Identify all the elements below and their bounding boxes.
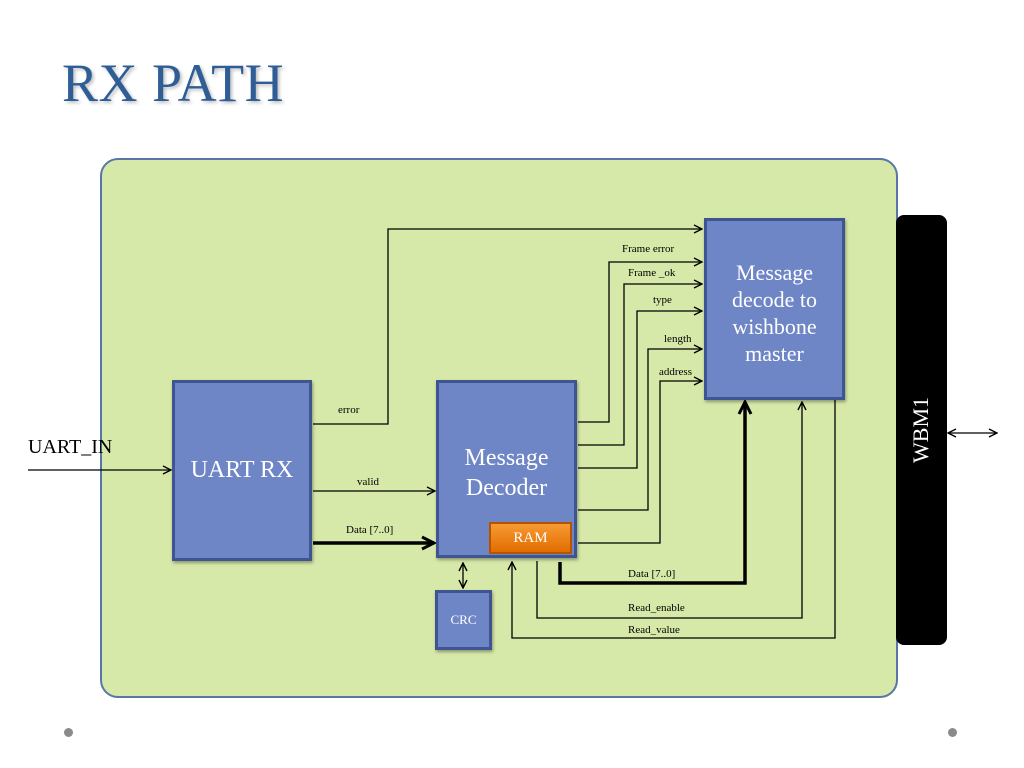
crc-block: CRC — [435, 590, 492, 650]
length-wire — [578, 349, 702, 511]
slide-bullet-left — [64, 728, 73, 737]
read-enable-wire — [536, 402, 802, 619]
wishbone-master-block: Message decode to wishbone master — [704, 218, 845, 400]
frame-error-label: Frame error — [622, 243, 675, 255]
frame-ok-label: Frame _ok — [628, 267, 676, 279]
length-label: length — [664, 333, 692, 345]
uart-in-label: UART_IN — [28, 436, 113, 458]
address-label: address — [659, 366, 692, 378]
slide-title: RX PATH — [62, 53, 285, 113]
type-wire — [578, 311, 702, 469]
frame-ok-wire — [578, 284, 702, 446]
slide-bullet-right — [948, 728, 957, 737]
error-label: error — [338, 404, 360, 416]
read-value-label: Read_value — [628, 624, 680, 636]
type-label: type — [653, 294, 672, 306]
data-out-bus — [558, 402, 745, 585]
ram-block: RAM — [489, 522, 572, 554]
wbm-label: WBM1 — [908, 397, 933, 463]
address-wire — [578, 381, 702, 544]
data-out-label: Data [7..0] — [628, 568, 676, 580]
read-enable-label: Read_enable — [628, 602, 685, 614]
valid-label: valid — [357, 476, 379, 488]
read-value-wire — [512, 400, 836, 639]
wbm-bus-bar — [896, 215, 947, 645]
error-wire — [313, 229, 702, 425]
uart-rx-block: UART RX — [172, 380, 312, 561]
data-in-label: Data [7..0] — [346, 524, 394, 536]
frame-error-wire — [578, 262, 702, 423]
